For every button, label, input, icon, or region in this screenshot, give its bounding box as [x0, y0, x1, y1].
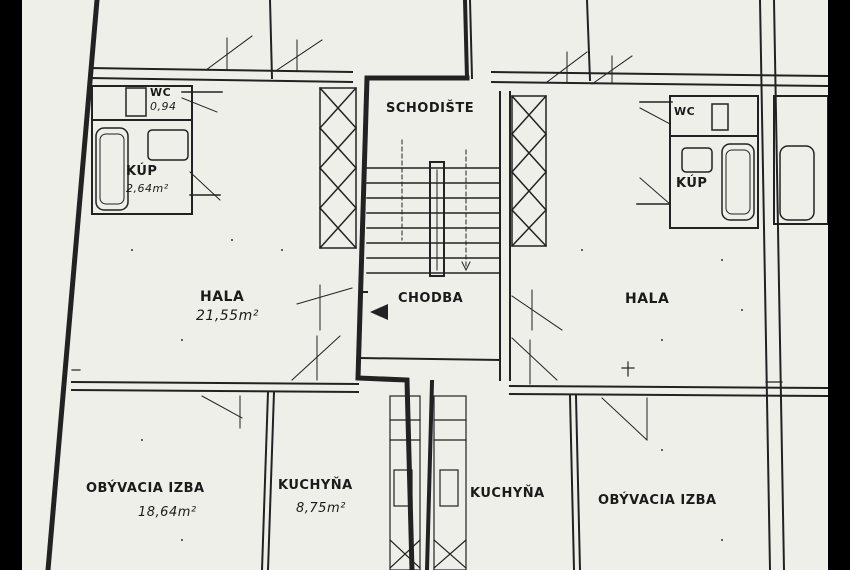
- kitchen-right-label: KUCHYŇA: [470, 486, 545, 501]
- wc-left-area: 0,94: [150, 100, 177, 113]
- floor-plan-drawing: [45, 0, 828, 570]
- stairwell-label: SCHODIŠTE: [386, 101, 475, 116]
- living-right-label: OBÝVACIA IZBA: [598, 493, 717, 508]
- wc-left-label: WC: [150, 86, 172, 99]
- wc-right-label: WC: [674, 105, 696, 118]
- stair-steps: [366, 167, 501, 274]
- corridor-label: CHODBA: [398, 291, 464, 306]
- living-left-label: OBÝVACIA IZBA: [86, 481, 205, 496]
- outer-wall-left: [45, 0, 100, 570]
- floor-plan-sheet: SCHODIŠTE CHODBA HALA 21,55m² HALA WC 0,…: [22, 0, 828, 570]
- hall-left-area: 21,55m²: [196, 308, 259, 324]
- entrance-marker: [370, 304, 388, 320]
- hall-right-label: HALA: [625, 291, 670, 307]
- stairwell-wall: [355, 75, 470, 570]
- bath-right-label: KÚP: [676, 176, 708, 191]
- living-left-area: 18,64m²: [138, 505, 197, 520]
- kitchen-left-area: 8,75m²: [296, 501, 346, 516]
- bath-left-area: 2,64m²: [126, 182, 169, 195]
- hall-left-label: HALA: [200, 289, 245, 305]
- bath-left-label: KÚP: [126, 164, 158, 179]
- kitchen-left-label: KUCHYŇA: [278, 478, 353, 493]
